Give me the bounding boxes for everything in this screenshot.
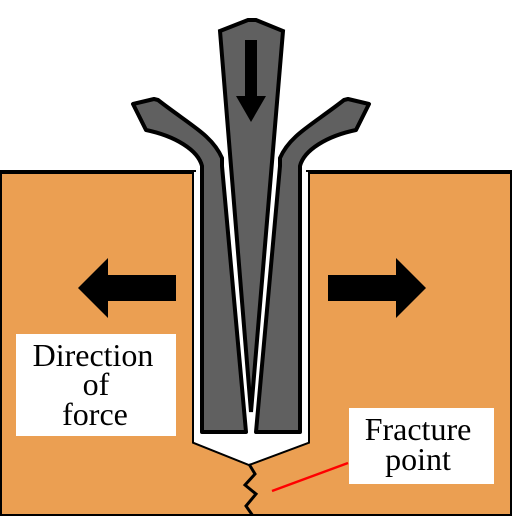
fracture-label-line2: point (385, 441, 451, 477)
direction-label-line2: of (83, 366, 110, 402)
fracture-pointer-line (271, 461, 349, 493)
fracture-label-box (349, 408, 494, 484)
central-wedge (217, 18, 286, 413)
left-sleeve-arm (131, 97, 248, 434)
arrow-left-icon (78, 258, 176, 318)
arrow-down-icon (236, 40, 266, 122)
right-sleeve-arm (254, 97, 371, 434)
fracture-crack (242, 463, 259, 516)
direction-label-box (16, 334, 176, 436)
arrow-right-icon (328, 258, 426, 318)
direction-label-line3: force (62, 396, 128, 432)
fracture-label-line1: Fracture (365, 411, 472, 447)
direction-label-line1: Direction (33, 337, 154, 373)
